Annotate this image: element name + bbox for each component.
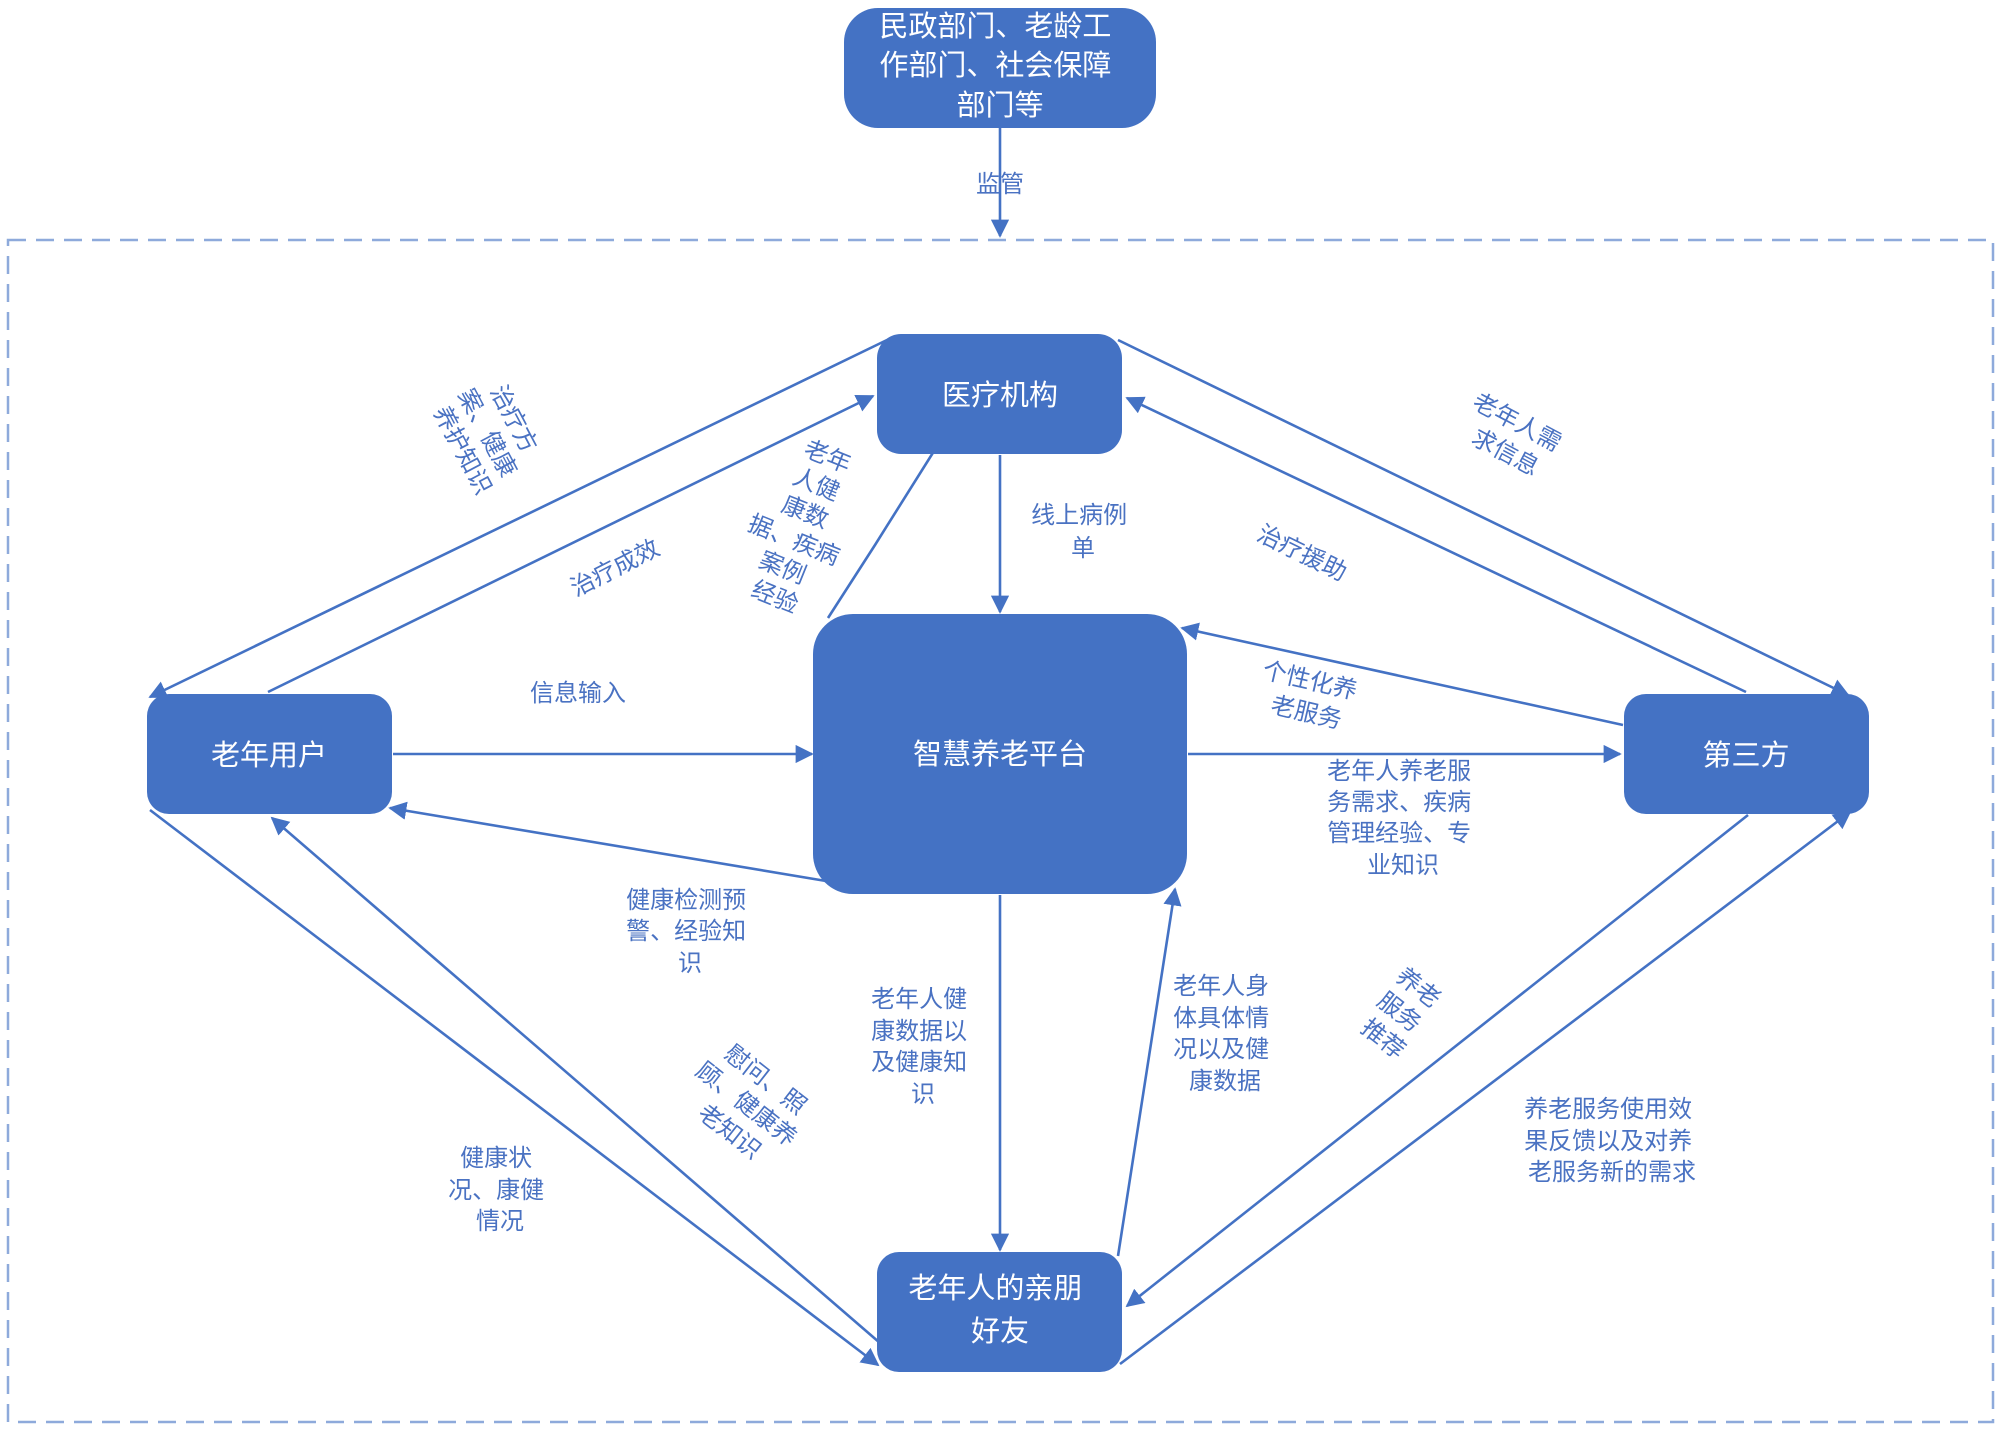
label-personal-service: 个性化养 老服务 xyxy=(1253,656,1367,738)
svg-text:智慧养老平台: 智慧养老平台 xyxy=(913,737,1087,771)
node-gov: 民政部门、老龄工 作部门、社会保障 部门等 xyxy=(844,8,1156,128)
edge-platform-elderly xyxy=(388,801,827,883)
platform-label: 智慧养老平台 xyxy=(913,737,1087,771)
platform-boundary xyxy=(6,238,1995,1424)
svg-text:民政部门、老龄工 作部门、社会保障: 民政部门、老龄工 作部门、社会保障 部门等 xyxy=(879,9,1120,122)
edge-platform-medical xyxy=(826,422,953,619)
label-health-to-family: 老年人健 康数据以 及健康知 识 xyxy=(871,985,975,1108)
elderly-label: 老年用户 xyxy=(211,738,327,772)
label-treatment-aid: 治疗援助 xyxy=(1253,519,1352,586)
label-treatment-effect: 治疗成效 xyxy=(566,534,664,603)
label-feedback: 养老服务使用效 果反馈以及对养 老服务新的需求 xyxy=(1524,1095,1700,1186)
edge-third-medical xyxy=(1125,396,1747,694)
node-third: 第三方 xyxy=(1624,694,1869,814)
edge-elderly-family xyxy=(149,808,880,1367)
edge-family-platform xyxy=(1116,887,1182,1257)
svg-text:老年人的亲朋 好友: 老年人的亲朋 好友 xyxy=(908,1271,1091,1348)
edge-family-third xyxy=(1119,810,1852,1366)
node-elderly: 老年用户 xyxy=(147,694,392,814)
third-label: 第三方 xyxy=(1702,738,1789,772)
label-needs-knowledge: 老年人养老服 务需求、疾病 管理经验、专 业知识 xyxy=(1327,757,1479,879)
edge-family-elderly xyxy=(270,816,881,1344)
edge-medical-elderly xyxy=(148,338,888,699)
label-online-case: 线上病例 单 xyxy=(1031,501,1135,562)
label-treatment-plan: 治疗方 案、健康 养护知识 xyxy=(426,370,552,503)
label-needs-info: 老年人需 求信息 xyxy=(1453,387,1573,489)
edges xyxy=(148,128,1852,1367)
gov-line: 民政部门、老龄工 xyxy=(879,9,1111,43)
medical-label: 医疗机构 xyxy=(942,378,1058,412)
family-line: 老年人的亲朋 xyxy=(908,1271,1082,1305)
label-health-status: 健康状 况、康健 情况 xyxy=(448,1144,552,1235)
label-info-input: 信息输入 xyxy=(530,679,626,707)
node-platform: 智慧养老平台 xyxy=(813,614,1187,894)
label-care: 慰问、照 顾、健康养 老知识 xyxy=(671,1032,828,1182)
edge-third-family xyxy=(1125,813,1749,1308)
gov-line: 部门等 xyxy=(956,88,1043,122)
label-supervise: 监管 xyxy=(976,170,1024,198)
svg-text:第三方: 第三方 xyxy=(1702,738,1789,772)
node-medical: 医疗机构 xyxy=(877,334,1122,454)
gov-line: 作部门、社会保障 xyxy=(879,48,1111,82)
svg-text:老年用户: 老年用户 xyxy=(211,738,327,772)
svg-text:医疗机构: 医疗机构 xyxy=(942,378,1058,412)
edge-elderly-medical xyxy=(267,394,875,694)
label-warning: 健康检测预 警、经验知 识 xyxy=(626,886,754,977)
family-line: 好友 xyxy=(971,1314,1029,1348)
edge-third-platform xyxy=(1180,622,1624,727)
edge-medical-third xyxy=(1117,338,1850,697)
node-family: 老年人的亲朋 好友 xyxy=(877,1252,1122,1372)
label-service-reco: 养老 服务 推荐 xyxy=(1353,962,1452,1067)
label-body-data: 老年人身 体具体情 况以及健 康数据 xyxy=(1173,972,1277,1095)
label-health-data-cases: 老年 人健 康数 据、疾病 案例 经验 xyxy=(722,426,885,630)
